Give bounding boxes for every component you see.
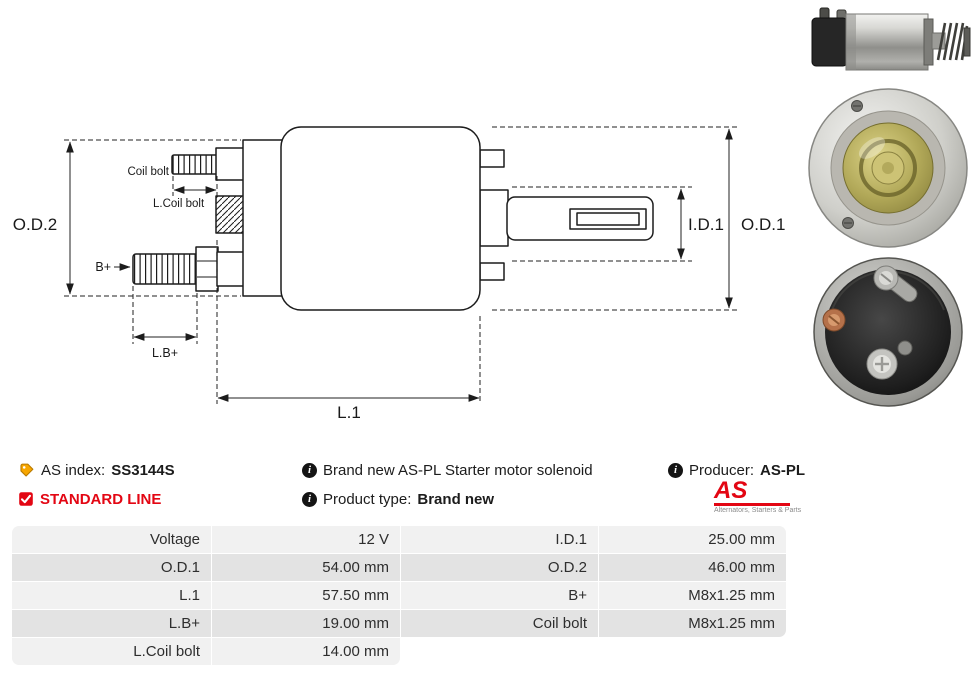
technical-drawing: O.D.2 Coil bolt L.Coil bolt B+ L.B+ L.1 … xyxy=(13,126,786,422)
producer: Producer: AS-PL xyxy=(668,461,805,479)
info-icon xyxy=(302,462,317,478)
spec-cell: 14.00 mm xyxy=(212,638,400,665)
product-photo-back xyxy=(813,257,963,407)
spec-cell: Coil bolt xyxy=(401,610,598,637)
dim-label-lcoil-bolt: L.Coil bolt xyxy=(153,198,205,210)
spec-cell: O.D.1 xyxy=(12,554,211,581)
solenoid-outline xyxy=(132,126,654,311)
dim-label-lbplus: L.B+ xyxy=(152,346,178,360)
spec-cell: L.B+ xyxy=(12,610,211,637)
standard-line-label: STANDARD LINE xyxy=(40,490,162,508)
product-description-text: Brand new AS-PL Starter motor solenoid xyxy=(323,461,593,479)
spec-cell: M8x1.25 mm xyxy=(599,582,786,609)
spec-cell: 57.50 mm xyxy=(212,582,400,609)
dim-label-od2: O.D.2 xyxy=(13,215,57,234)
dim-label-od1: O.D.1 xyxy=(741,215,785,234)
spec-cell: M8x1.25 mm xyxy=(599,610,786,637)
producer-value: AS-PL xyxy=(760,461,806,479)
dim-label-l1: L.1 xyxy=(337,403,361,422)
spec-cell: 54.00 mm xyxy=(212,554,400,581)
as-index-label: AS index: xyxy=(41,461,106,479)
as-index-value: SS3144S xyxy=(111,461,175,479)
spec-cell: 12 V xyxy=(212,526,400,553)
as-index: AS index: SS3144S xyxy=(18,461,175,479)
as-pl-logo: AS Alternators, Starters & Parts xyxy=(714,479,802,514)
product-type-label: Product type: xyxy=(323,490,412,508)
dim-label-id1: I.D.1 xyxy=(688,215,724,234)
tag-icon xyxy=(20,463,34,477)
spec-cell-empty xyxy=(401,638,598,665)
spec-cell: L.1 xyxy=(12,582,211,609)
spec-cell: I.D.1 xyxy=(401,526,598,553)
dimension-lines xyxy=(66,128,733,402)
dim-label-bplus: B+ xyxy=(95,260,111,274)
product-description: Brand new AS-PL Starter motor solenoid xyxy=(302,461,593,479)
spec-cell: B+ xyxy=(401,582,598,609)
dimension-labels: O.D.2 Coil bolt L.Coil bolt B+ L.B+ L.1 … xyxy=(13,166,786,422)
producer-label: Producer: xyxy=(689,461,755,479)
as-logo-text: AS xyxy=(714,479,790,506)
spec-cell-empty xyxy=(599,638,786,665)
spec-cell: Voltage xyxy=(12,526,211,553)
standard-line: STANDARD LINE xyxy=(18,490,161,508)
spec-cell: L.Coil bolt xyxy=(12,638,211,665)
spec-cell: 25.00 mm xyxy=(599,526,786,553)
spec-cell: 46.00 mm xyxy=(599,554,786,581)
product-photos xyxy=(808,7,971,407)
dim-label-coil-bolt: Coil bolt xyxy=(127,166,169,178)
spec-table: Voltage 12 V I.D.1 25.00 mm O.D.1 54.00 … xyxy=(12,526,786,665)
product-type-value: Brand new xyxy=(417,490,495,508)
spec-cell: 19.00 mm xyxy=(212,610,400,637)
checkbox-icon xyxy=(19,492,33,506)
product-photo-side xyxy=(811,7,971,71)
product-type: Product type: Brand new xyxy=(302,490,494,508)
product-photo-front xyxy=(808,88,968,248)
as-logo-subtext: Alternators, Starters & Parts xyxy=(714,507,802,514)
dimension-extension-lines xyxy=(64,126,737,404)
info-icon xyxy=(668,462,683,478)
spec-cell: O.D.2 xyxy=(401,554,598,581)
info-icon xyxy=(302,491,317,507)
